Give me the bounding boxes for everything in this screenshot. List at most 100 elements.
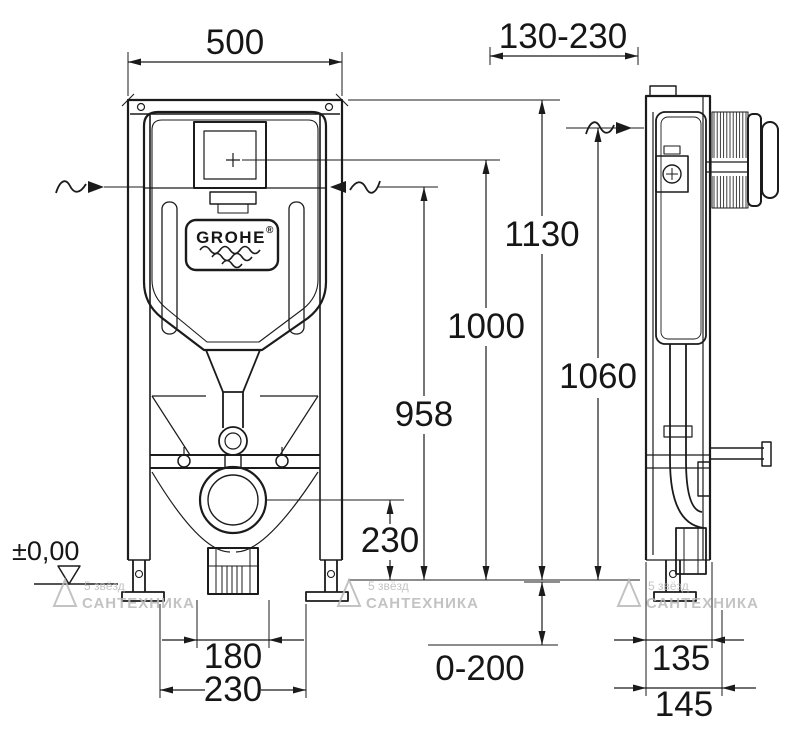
drain-outlet (151, 465, 319, 595)
frame-corner-chamfers (121, 93, 349, 107)
leg-screw-icon (134, 569, 144, 579)
dim-height-actuator: 1000 (447, 160, 525, 580)
adjustable-leg-side (665, 560, 681, 592)
brand-name: GROHE (196, 228, 266, 247)
valve-top (663, 145, 681, 155)
cistern (142, 110, 328, 352)
floor-level-icon (57, 565, 81, 585)
arrowhead-icon (420, 187, 428, 201)
watermark-small: 5 звёзд (368, 579, 409, 593)
front-view: GROHE ® (121, 93, 349, 602)
bolt-icon (177, 454, 191, 468)
extension-lines (159, 604, 307, 698)
cistern-outline (142, 110, 328, 352)
flush-pipe-side (669, 344, 687, 460)
frame-outline (126, 98, 344, 560)
pipe-coupling-side (663, 425, 693, 438)
waste-outlet-box (207, 547, 259, 595)
arrowhead-icon (160, 686, 173, 694)
arrowhead-icon (293, 686, 306, 694)
dim-wall-distance: 130-230 (489, 17, 639, 65)
break-arrow-icon-right (349, 180, 381, 194)
watermark-small: 5 звёзд (84, 579, 125, 593)
frame-side (644, 85, 712, 561)
arrowhead-icon (490, 52, 503, 60)
watermark-logo-icon (616, 577, 642, 607)
watermark-logo-icon (336, 577, 362, 607)
arrowhead-icon (633, 684, 646, 692)
outlet-side (675, 527, 707, 575)
reference-lines (242, 99, 644, 646)
floor-level: ±0,00 (12, 536, 118, 585)
watermark-name: САНТЕХНИКА (82, 595, 195, 612)
side-frame-inner (646, 96, 710, 561)
dim-label: 230 (361, 521, 419, 560)
break-arrow-icon-left (55, 180, 87, 194)
dimensions: 500 130-230 1130 1000 9 (12, 17, 756, 724)
pipe-coupling-inner (224, 432, 242, 450)
break-arrow-icon-side (585, 121, 615, 135)
flush-plate-cover (761, 121, 779, 199)
dim-label: 0-200 (435, 649, 525, 688)
frame-front (121, 93, 349, 561)
actuator-frame (193, 121, 267, 189)
crosshair-icon (226, 153, 240, 167)
outlet-side-detail (683, 528, 699, 574)
arrowhead-icon (386, 500, 394, 514)
arrowhead-icon (625, 52, 638, 60)
drain-circle-outer (198, 465, 268, 535)
arrowhead-icon (420, 566, 428, 580)
wall-section (706, 111, 779, 209)
arrowhead-icon (329, 58, 342, 66)
elbow-curves (669, 459, 705, 529)
valve-body (655, 155, 689, 193)
corner-screw-icon (324, 102, 334, 112)
arrowhead-icon (269, 636, 282, 644)
side-cross-rails (646, 454, 710, 469)
grohe-logo: GROHE ® (184, 218, 280, 272)
frame-inner-rails (128, 113, 342, 561)
side-frame-outline (644, 94, 712, 560)
arrowhead-icon (538, 566, 546, 580)
arrowhead-icon (482, 566, 490, 580)
arrowhead-icon (184, 636, 197, 644)
dim-label: 145 (655, 685, 713, 724)
arrowhead-icon (538, 100, 546, 114)
rod-lines (710, 447, 764, 460)
dim-total-depth: 145 (614, 610, 756, 724)
watermark: 5 звёзд САНТЕХНИКА (336, 577, 478, 612)
arrowhead-icon (386, 566, 394, 580)
leg-screw-icon (668, 569, 678, 579)
break-arrowhead-icon (330, 181, 346, 193)
dim-height-side: 1060 (559, 128, 637, 580)
watermark: 5 звёзд САНТЕХНИКА (52, 577, 195, 612)
bolt-icon (275, 454, 289, 468)
dim-foot-spacing: 230 (159, 604, 307, 709)
frame-foot-side (653, 560, 697, 602)
dim-label: 500 (206, 23, 264, 62)
foot-plate-side (653, 591, 697, 602)
pipe-arcs (151, 471, 319, 553)
actuator-housing (209, 191, 257, 205)
frame-feet (121, 560, 349, 602)
reference-lines-path (242, 99, 644, 646)
flush-pipe-cone (205, 349, 261, 428)
logo-waves-icon (199, 245, 261, 269)
rod-bracket (697, 461, 711, 497)
arrowhead-icon (633, 636, 646, 644)
dim-label: 1000 (447, 307, 525, 346)
registered-mark: ® (266, 225, 274, 236)
corner-screw-icon (136, 102, 146, 112)
waste-elbow (663, 344, 707, 575)
dim-height-water: 958 (395, 187, 453, 580)
leg-screw-icon (326, 569, 336, 579)
dim-label: 958 (395, 395, 453, 434)
flush-actuator-window (193, 121, 267, 214)
side-view (644, 85, 779, 602)
watermark-name: САНТЕХНИКА (646, 595, 759, 612)
flush-plate-side (747, 113, 762, 207)
cistern-channel (288, 201, 305, 335)
floor-level-label: ±0,00 (12, 536, 79, 566)
mounting-rails (150, 447, 320, 469)
